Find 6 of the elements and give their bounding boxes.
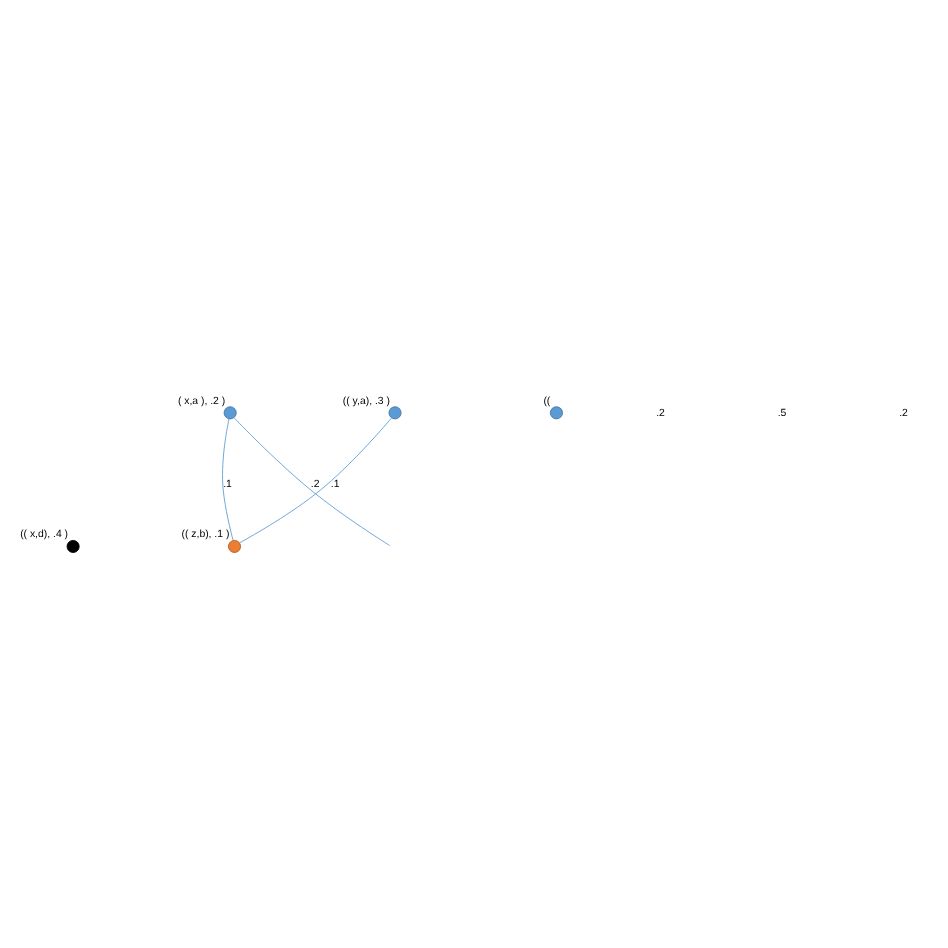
node-circle xyxy=(549,406,563,420)
node-circle xyxy=(66,539,80,553)
node-circle xyxy=(388,406,402,420)
node-circle xyxy=(228,539,241,553)
connector xyxy=(222,418,234,541)
node-circle xyxy=(223,406,237,420)
